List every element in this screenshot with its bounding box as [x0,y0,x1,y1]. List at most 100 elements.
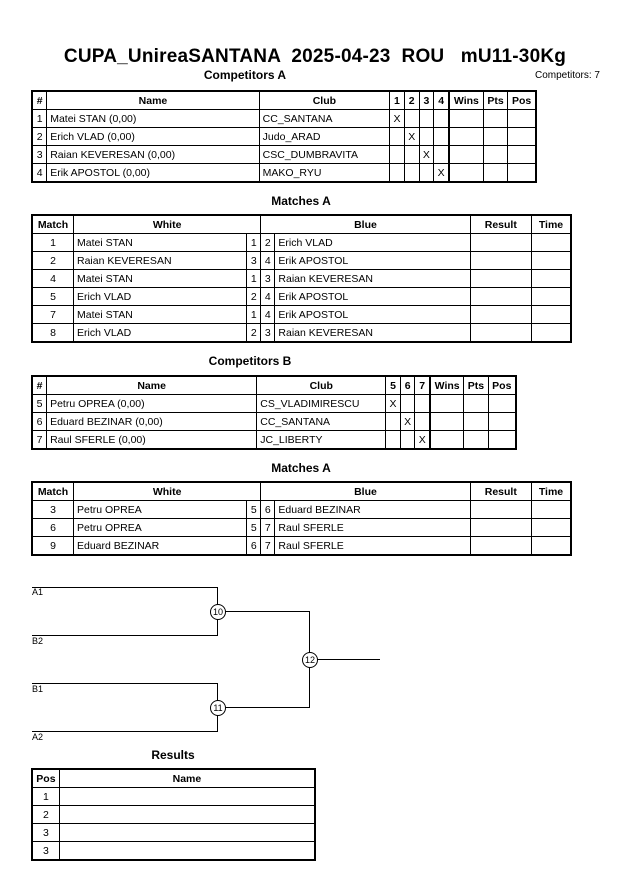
cell-pos [507,127,537,146]
col-1: 1 [389,90,405,110]
cell-m3 [418,109,435,128]
cell-m7 [414,394,431,413]
cell-w: 5 [246,500,262,519]
cell-m4 [433,145,450,164]
col-blue: Blue [260,214,471,234]
matches-a-heading: Matches A [271,194,331,208]
cell-club: CC_SANTANA [258,109,391,128]
cell-m3 [418,127,435,146]
cell-match: 5 [31,287,74,306]
cell-white: Petru OPREA [72,518,248,537]
bracket-line [310,659,380,660]
bracket-line [32,683,218,684]
cell-time [530,287,572,306]
col-7: 7 [414,375,431,395]
cell-w: 2 [246,323,262,343]
cell-m3: X [418,145,435,164]
cell-club: CSC_DUMBRAVITA [258,145,391,164]
cell-m2 [403,145,420,164]
table-row: 2 Erich VLAD (0,00) Judo_ARAD X [31,127,537,146]
cell-b: 7 [260,536,276,556]
cell-w: 1 [246,305,262,324]
cell-m6: X [399,412,416,431]
cell-time [530,518,572,537]
cell-num: 3 [31,145,48,164]
table-row: 3 [31,823,316,842]
table-row: 2 [31,805,316,824]
cell-white: Eduard BEZINAR [72,536,248,556]
cell-time [530,251,572,270]
cell-m4 [433,109,450,128]
cell-m4: X [433,163,450,183]
page-title: CUPA_UnireaSANTANA 2025-04-23 ROU mU11-3… [63,46,567,67]
cell-w: 2 [246,287,262,306]
table-row: 6 Eduard BEZINAR (0,00) CC_SANTANA X [31,412,517,431]
cell-w: 6 [246,536,262,556]
col-pts: Pts [482,90,509,110]
cell-name [58,805,316,824]
cell-m5: X [385,394,401,413]
cell-time [530,500,572,519]
col-3: 3 [418,90,435,110]
cell-club: MAKO_RYU [258,163,391,183]
col-pos: Pos [507,90,537,110]
cell-num: 4 [31,163,48,183]
cell-m1 [389,163,405,183]
cell-name: Erich VLAD (0,00) [46,127,260,146]
table-row: 5 Petru OPREA (0,00) CS_VLADIMIRESCU X [31,394,517,413]
cell-club: CS_VLADIMIRESCU [256,394,387,413]
cell-b: 3 [260,269,276,288]
cell-match: 3 [31,500,74,519]
cell-m1 [389,127,405,146]
cell-pos: 1 [31,787,60,806]
bracket-line [32,587,218,588]
cell-wins [429,394,465,413]
col-white: White [72,214,262,234]
bracket-label-b1: B1 [32,684,44,694]
cell-blue: Raul SFERLE [274,518,471,537]
cell-club: Judo_ARAD [258,127,391,146]
bracket-line [32,731,218,732]
cell-match: 2 [31,251,74,270]
cell-blue: Raian KEVERESAN [274,269,471,288]
cell-result [469,536,532,556]
pool-a-table: # Name Club 1 2 3 4 Wins Pts Pos 1 Matei… [31,90,537,183]
cell-w: 3 [246,251,262,270]
cell-blue: Erik APOSTOL [274,287,471,306]
cell-result [469,323,532,343]
col-name: Name [46,375,258,395]
table-row: 1 [31,787,316,806]
cell-pos: 2 [31,805,60,824]
cell-name: Eduard BEZINAR (0,00) [46,412,258,431]
col-club: Club [258,90,391,110]
col-match: Match [31,214,74,234]
cell-white: Matei STAN [72,233,248,252]
col-result: Result [469,481,532,501]
cell-pos [507,163,537,183]
cell-result [469,518,532,537]
cell-b: 7 [260,518,276,537]
cell-time [530,305,572,324]
cell-blue: Erich VLAD [274,233,471,252]
cell-m6 [399,430,416,450]
col-num: # [31,90,48,110]
cell-match: 1 [31,233,74,252]
cell-result [469,500,532,519]
cell-m7 [414,412,431,431]
cell-num: 5 [31,394,48,413]
col-result: Result [469,214,532,234]
col-club: Club [256,375,387,395]
cell-time [530,233,572,252]
cell-blue: Erik APOSTOL [274,305,471,324]
bracket-label-a2: A2 [32,732,44,742]
col-wins: Wins [429,375,465,395]
cell-wins [448,145,484,164]
cell-pts [482,109,509,128]
